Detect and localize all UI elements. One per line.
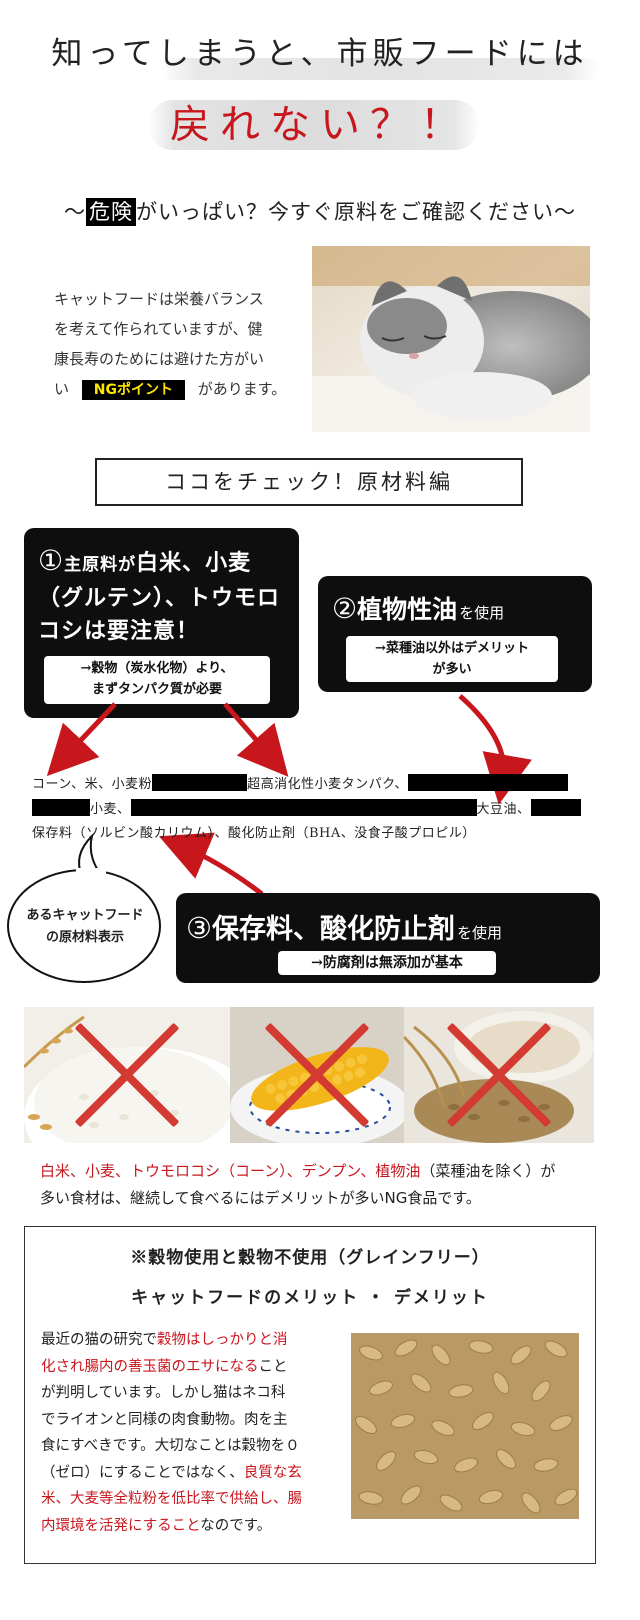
pointer-arrows [46,694,532,896]
grain-box-body: 最近の猫の研究で穀物はしっかりと消 化され腸内の善玉菌のエサになること が判明し… [41,1332,302,1534]
grain-box-title1: ※穀物使用と穀物不使用（グレインフリー） [130,1248,490,1268]
redacted-block [32,799,90,816]
check-ingredients-heading: ココをチェック！原材料編 [95,458,523,506]
point3-box: ③保存料、酸化防止剤を使用 →防腐剤は無添加が基本 [176,893,600,983]
headline-line1: 知ってしまうと、市販フードには [51,36,589,72]
ng-x-mark-rice [24,1007,230,1143]
wheat-photo [404,1007,594,1143]
point2-box: ②植物性油を使用 →菜種油以外はデメリット が多い [318,576,592,692]
point2-number: ② [332,592,358,625]
ingredients-line1: コーン、米、小麦粉超高消化性小麦タンパク、 [32,773,568,792]
ingredients-line2: 小麦、大豆油、 [32,798,581,817]
point1-box: ①主原料が白米、小麦 （グルテン）、トウモロ コシは要注意！ →穀物（炭水化物）… [24,528,299,718]
brown-rice-photo [351,1333,579,1519]
redacted-block [130,799,477,816]
arrow-to-soy-oil [458,694,532,805]
arrow-to-corn [46,702,117,777]
intro-text: キャットフードは栄養バランス を考えて作られていますが、健 康長寿のためには避け… [54,290,287,400]
ng-x-mark-wheat [404,1007,594,1143]
grain-info-box: ※穀物使用と穀物不使用（グレインフリー） キャットフードのメリット ・ デメリッ… [24,1226,596,1564]
danger-label: 危険 [86,198,136,226]
redacted-block [530,799,581,816]
rice-photo [24,1007,230,1143]
ng-point-badge: NGポイント [81,380,186,400]
point1-number: ① [38,544,65,577]
redacted-block [152,774,248,791]
danger-subtitle: 〜危険がいっぱい？今すぐ原料をご確認ください〜 [64,198,576,226]
speech-bubble [7,832,161,983]
arrow-to-preservatives [158,832,264,896]
point3-number: ③ [186,911,212,945]
redacted-block [407,774,568,791]
arrow-to-wheat-protein [223,702,289,777]
point1-note: →穀物（炭水化物）より、 まずタンパク質が必要 [44,656,270,704]
ng-foods-caption: 白米、小麦、トウモロコシ（コーン）、デンプン、植物油（菜種油を除く）が 多い食材… [40,1162,556,1207]
ingredients-line3: 保存料（ソルビン酸カリウム）、酸化防止剤（BHA、没食子酸プロピル） [32,826,476,841]
grain-box-title2: キャットフードのメリット ・ デメリット [131,1288,489,1308]
point3-note: →防腐剤は無添加が基本 [278,951,496,975]
point2-note: →菜種油以外はデメリット が多い [346,636,558,682]
headline-line2: 戻れない？！ [170,102,470,148]
bubble-text: あるキャットフード の原材料表示 [26,908,144,945]
ng-x-mark-corn [230,1007,404,1143]
corn-photo [230,1007,404,1143]
cat-photo [312,246,590,432]
